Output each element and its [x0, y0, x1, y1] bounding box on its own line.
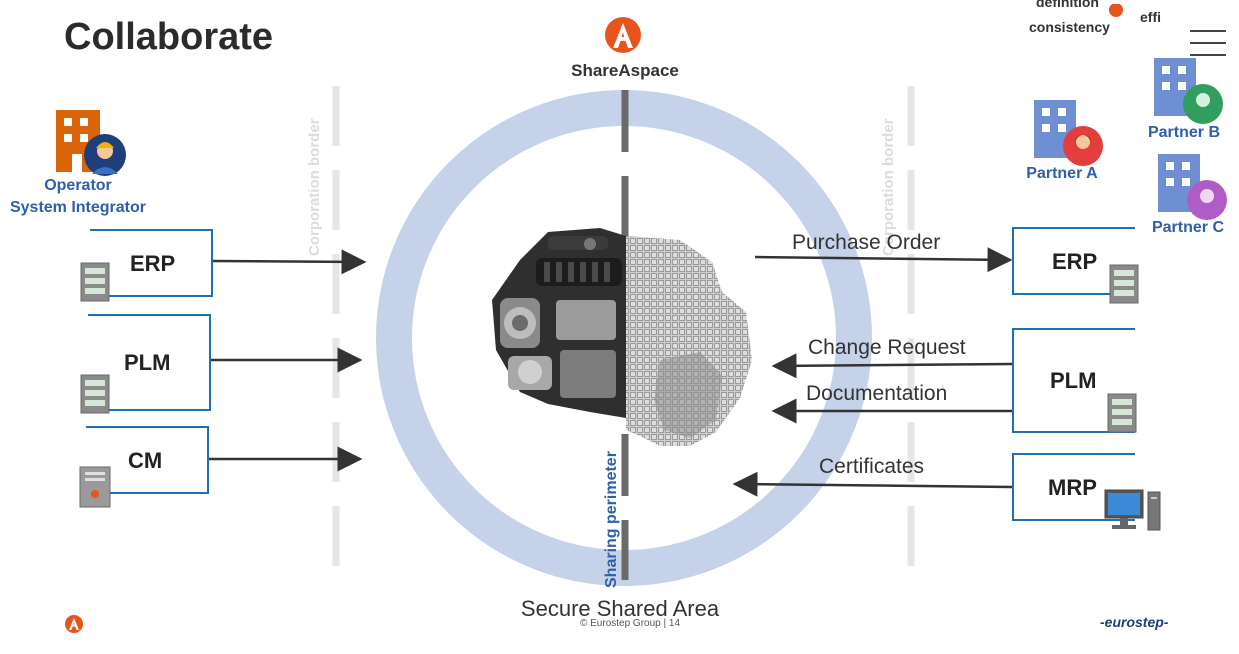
server-icon	[1109, 264, 1139, 304]
footer-logo-icon	[65, 615, 83, 633]
right-plm-label: PLM	[1050, 368, 1097, 393]
server-icon	[80, 262, 110, 302]
operator-label: Operator	[44, 177, 112, 194]
left-erp-label: ERP	[130, 251, 176, 276]
footer-eurostep-brand: -eurostep-	[1100, 614, 1169, 630]
arrow-purchase-order	[754, 247, 1013, 273]
arrow-change-request	[771, 353, 1013, 379]
right-mrp-label: MRP	[1048, 475, 1097, 500]
arrow-erp-left	[212, 249, 367, 275]
corner-logo-icon	[1109, 4, 1123, 17]
operator-building-icon	[56, 110, 126, 176]
right-erp-label: ERP	[1052, 249, 1098, 274]
arrow-certificates	[732, 471, 1013, 497]
partner-a-label: Partner A	[1026, 165, 1098, 182]
server-icon	[1107, 393, 1137, 433]
tower-server-icon	[79, 466, 111, 508]
partner-a-icon	[1034, 100, 1103, 166]
server-icon	[80, 374, 110, 414]
left-plm-label: PLM	[124, 350, 171, 375]
system-integrator-label: System Integrator	[9, 199, 147, 216]
shareaspace-logo-icon	[605, 17, 641, 53]
partner-c-label: Partner C	[1151, 219, 1225, 236]
slide-title: Collaborate	[64, 16, 274, 58]
partner-b-label: Partner B	[1147, 124, 1221, 141]
hamburger-menu-icon[interactable]	[1184, 24, 1232, 64]
flow-label-change-request: Change Request	[808, 336, 966, 359]
corporation-border-left-label: Corporation border	[306, 118, 323, 257]
flow-label-certificates: Certificates	[819, 455, 925, 478]
sharing-perimeter-label: Sharing perimeter	[603, 451, 620, 588]
corner-text-efficiency: effi	[1140, 9, 1161, 25]
partner-b-icon	[1154, 58, 1223, 124]
footer-copyright: © Eurostep Group | 14	[579, 618, 681, 629]
flow-label-documentation: Documentation	[806, 382, 948, 405]
secure-shared-area-caption: Secure Shared Area	[520, 596, 720, 621]
engine-image	[492, 228, 626, 418]
left-erp-box[interactable]: ERP	[90, 229, 213, 297]
right-mrp-box[interactable]: MRP	[1012, 453, 1135, 521]
flow-label-purchase-order: Purchase Order	[792, 231, 941, 254]
corner-text-definition: definition	[1036, 0, 1099, 10]
brand-name: ShareAspace	[571, 61, 679, 80]
corner-text-consistency: consistency	[1029, 19, 1110, 35]
desktop-computer-icon	[1104, 489, 1161, 531]
left-cm-label: CM	[128, 448, 163, 473]
partner-c-icon	[1158, 154, 1227, 220]
